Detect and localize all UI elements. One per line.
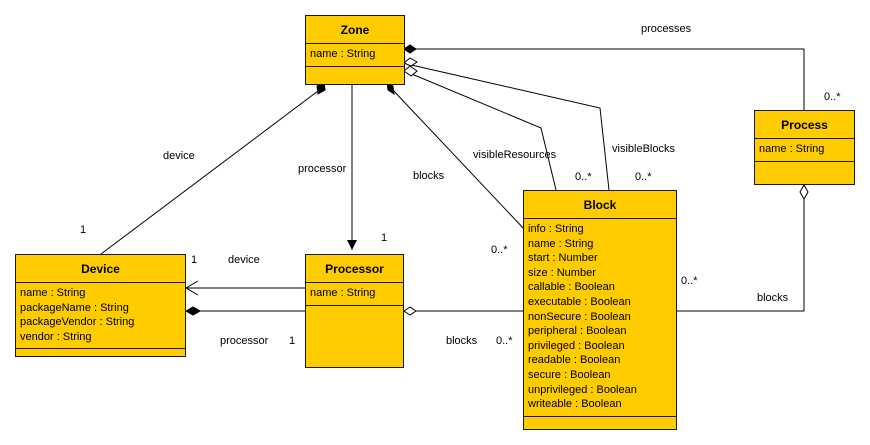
class-block-title: Block [524, 191, 676, 219]
mult-device-processor: 1 [289, 335, 296, 347]
label-processor-device: device [228, 254, 260, 266]
class-process-title: Process [755, 111, 854, 139]
mult-zone-processor: 1 [381, 232, 388, 244]
class-processor-attribute: name : String [310, 287, 376, 299]
class-block[interactable]: Block info : String name : String start … [523, 190, 677, 430]
composition-diamond-device-processor [184, 306, 202, 316]
edge-zone-blocks [390, 87, 526, 231]
aggregation-diamond-processor-blocks [403, 306, 417, 316]
edge-zone-device [100, 87, 323, 255]
mult-process-blocks: 0..* [681, 275, 698, 287]
label-process-blocks: blocks [757, 292, 789, 304]
class-device-attribute: packageName : String [20, 301, 129, 314]
class-process-attribute: name : String [759, 143, 825, 155]
label-visible-resources: visibleResources [473, 149, 557, 161]
label-device-processor: processor [220, 335, 269, 347]
mult-zone-processes: 0..* [824, 91, 841, 103]
mult-zone-blocks: 0..* [491, 244, 508, 256]
label-zone-blocks: blocks [413, 170, 445, 182]
class-process[interactable]: Process name : String [754, 110, 855, 185]
class-block-operations [524, 417, 676, 429]
class-processor-operations [306, 306, 403, 367]
edge-process-blocks [677, 185, 805, 312]
class-block-attribute: start : Number [528, 252, 598, 265]
aggregation-diamond-visible-blocks [403, 57, 418, 67]
class-zone-operations [306, 67, 404, 84]
class-zone[interactable]: Zone name : String [305, 15, 405, 85]
class-block-attribute: info : String [528, 223, 584, 235]
aggregation-diamond-visible-resources [403, 65, 418, 77]
class-device-attribute: name : String [20, 287, 86, 299]
label-zone-device: device [163, 150, 195, 162]
mult-processor-blocks: 0..* [496, 335, 513, 347]
arrowhead-device [185, 280, 199, 296]
class-block-attribute: peripheral : Boolean [528, 325, 627, 338]
label-zone-processor: processor [298, 163, 347, 175]
label-visible-blocks: visibleBlocks [612, 143, 675, 155]
class-process-operations [755, 162, 854, 184]
class-block-attribute: name : String [528, 237, 594, 250]
class-block-attribute: writeable : Boolean [528, 398, 622, 411]
mult-visible-blocks: 0..* [635, 171, 652, 183]
label-zone-processes: processes [641, 23, 692, 35]
class-device-operations [16, 349, 185, 356]
class-block-attribute: size : Number [528, 266, 596, 279]
class-zone-attribute: name : String [310, 48, 376, 60]
class-block-attribute: secure : Boolean [528, 368, 611, 381]
class-block-attribute: executable : Boolean [528, 295, 631, 308]
mult-visible-resources: 0..* [575, 171, 592, 183]
class-block-attribute: readable : Boolean [528, 354, 621, 367]
class-block-attribute: privileged : Boolean [528, 339, 625, 352]
edge-zone-visible-blocks [406, 63, 610, 191]
aggregation-diamond-process-blocks [799, 183, 809, 201]
class-processor-title: Processor [306, 255, 403, 283]
mult-processor-device: 1 [191, 254, 198, 266]
class-block-attribute: callable : Boolean [528, 281, 615, 294]
class-processor[interactable]: Processor name : String [305, 254, 404, 368]
class-zone-title: Zone [306, 16, 404, 44]
class-device-attribute: packageVendor : String [20, 316, 135, 329]
mult-zone-device: 1 [80, 224, 87, 236]
class-device-attribute: vendor : String [20, 330, 92, 343]
class-device[interactable]: Device name : String packageName : Strin… [15, 254, 186, 357]
class-device-title: Device [16, 255, 185, 283]
edge-zone-visible-resources [406, 71, 557, 191]
class-block-attribute: unprivileged : Boolean [528, 383, 637, 396]
label-processor-blocks: blocks [446, 335, 478, 347]
class-block-attribute: nonSecure : Boolean [528, 310, 631, 323]
composition-diamond-zone-process [403, 44, 417, 54]
edge-zone-process [407, 48, 805, 110]
